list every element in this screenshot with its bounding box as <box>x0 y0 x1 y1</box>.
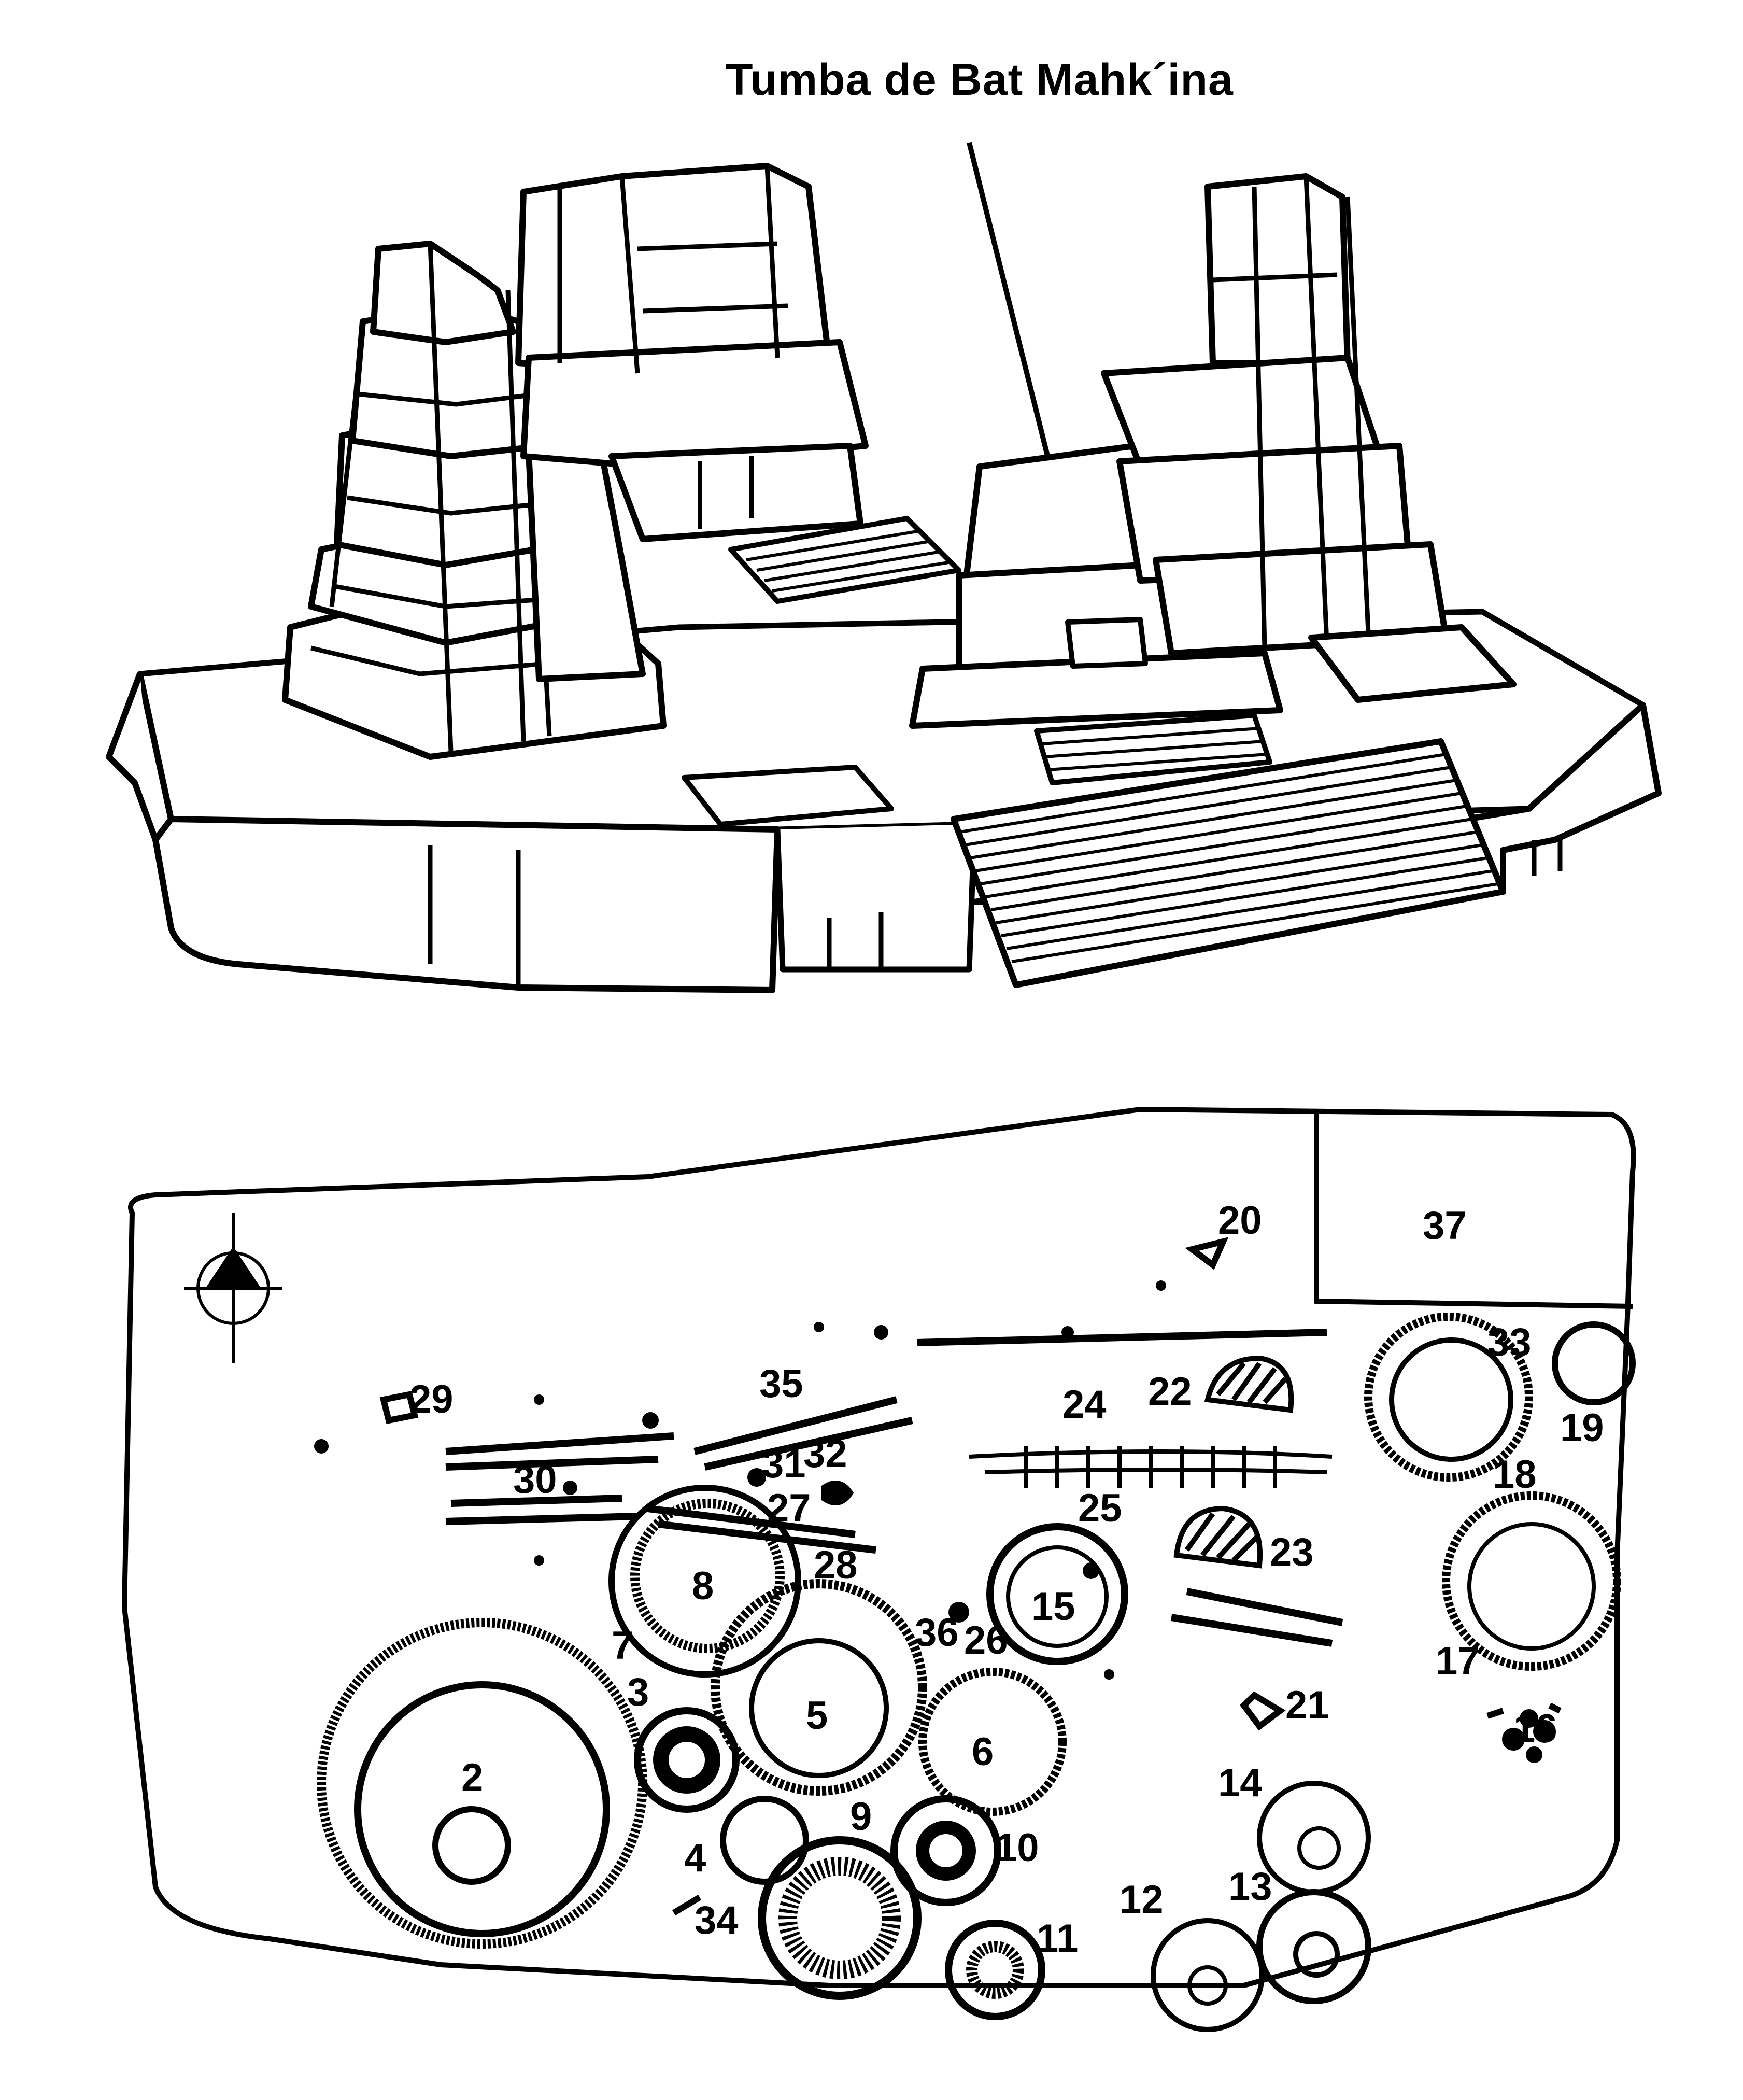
label-37: 37 <box>1423 1204 1467 1248</box>
label-20: 20 <box>1218 1199 1262 1243</box>
label-24: 24 <box>1062 1383 1107 1427</box>
vessels <box>317 1313 1636 2032</box>
label-17: 17 <box>1436 1639 1480 1683</box>
object-21 <box>1240 1691 1286 1731</box>
object-29 <box>379 1390 419 1425</box>
label-6: 6 <box>972 1730 994 1774</box>
label-5: 5 <box>806 1694 828 1738</box>
mid-staircase <box>728 516 961 604</box>
object-27 <box>821 1481 854 1505</box>
figure-title: Tumba de Bat Mahk´ina <box>726 55 1234 105</box>
label-9: 9 <box>850 1795 872 1839</box>
label-35: 35 <box>759 1362 803 1406</box>
shell-23 <box>1173 1505 1263 1569</box>
label-13: 13 <box>1228 1865 1272 1909</box>
label-21: 21 <box>1285 1683 1329 1727</box>
label-22: 22 <box>1148 1370 1192 1414</box>
tomb-temple-base <box>909 650 1283 729</box>
skeleton-bones <box>445 1329 1343 1647</box>
tomb-plan <box>121 1106 1636 2032</box>
label-34: 34 <box>695 1898 739 1942</box>
label-12: 12 <box>1120 1878 1164 1922</box>
label-26: 26 <box>964 1618 1008 1662</box>
label-30: 30 <box>513 1458 557 1502</box>
label-28: 28 <box>814 1543 858 1587</box>
label-4: 4 <box>684 1836 706 1880</box>
left-annex-block <box>682 765 894 827</box>
label-18: 18 <box>1493 1453 1537 1497</box>
label-29: 29 <box>409 1377 454 1421</box>
platform-left-side <box>106 672 159 841</box>
tomb-doorway <box>1065 617 1148 669</box>
label-23: 23 <box>1270 1530 1314 1574</box>
label-10: 10 <box>995 1826 1039 1870</box>
vertebral-column <box>969 1446 1333 1488</box>
front-staircase <box>951 738 1506 988</box>
left-pyramid-top <box>370 241 516 345</box>
label-32: 32 <box>803 1432 847 1476</box>
label-33: 33 <box>1487 1320 1532 1364</box>
label-2: 2 <box>461 1756 483 1800</box>
label-19: 19 <box>1560 1406 1604 1450</box>
label-36: 36 <box>915 1611 959 1655</box>
staircase-steps <box>959 753 1498 963</box>
label-25: 25 <box>1078 1486 1122 1530</box>
compartment-37 <box>1314 1109 1633 1309</box>
label-7: 7 <box>612 1624 633 1668</box>
right-rear-building <box>1308 624 1517 703</box>
label-11: 11 <box>1037 1916 1078 1961</box>
compass-rose-icon <box>184 1213 282 1363</box>
tomb-outline <box>121 1106 1636 1988</box>
platform-front-lower <box>774 824 977 973</box>
object-20 <box>1185 1237 1229 1270</box>
plan-number-labels: 2 3 4 5 6 7 8 9 10 11 12 13 14 15 16 17 … <box>409 1199 1604 1961</box>
label-14: 14 <box>1218 1761 1262 1805</box>
label-3: 3 <box>627 1670 649 1714</box>
platform-front-left <box>137 673 781 993</box>
object-34 <box>672 1894 702 1916</box>
object-16-cluster <box>1486 1702 1562 1719</box>
label-31: 31 <box>762 1442 806 1486</box>
shell-22 <box>1204 1355 1294 1413</box>
label-8: 8 <box>692 1564 714 1608</box>
label-16: 16 <box>1513 1707 1557 1751</box>
back-temple-base <box>608 443 863 542</box>
label-15: 15 <box>1031 1585 1075 1629</box>
label-27: 27 <box>767 1486 811 1530</box>
right-pyramid-top <box>1204 173 1351 366</box>
